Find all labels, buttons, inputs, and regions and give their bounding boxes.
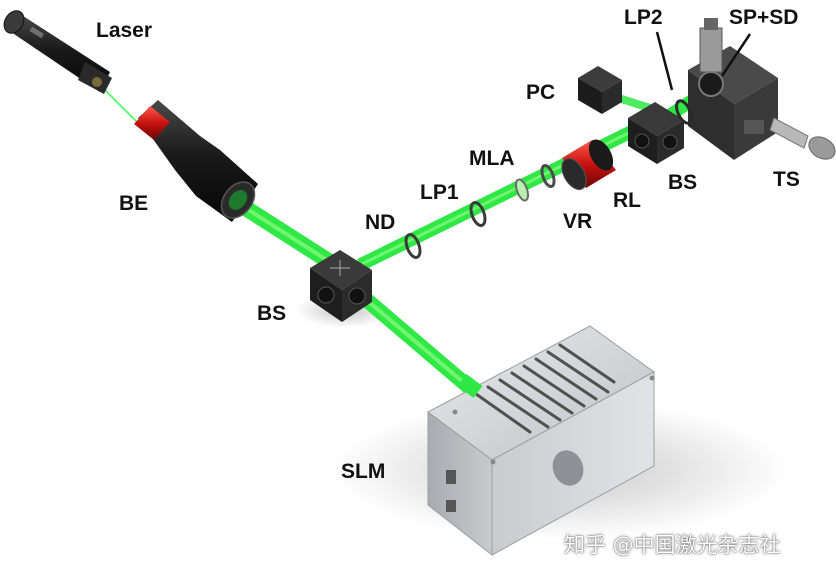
label-nd: ND [365,211,396,234]
slm-beam-entry [457,374,483,398]
label-be: BE [119,192,149,215]
lp1-polarizer [469,201,487,227]
vr-retarder [540,164,556,188]
label-lp1: LP1 [420,181,459,204]
relay-lens [561,139,616,191]
label-sp-sd: SP+SD [729,6,799,29]
beam-splitter-main [310,250,372,322]
lp2-arrow [655,31,674,91]
label-laser: Laser [96,19,153,42]
label-ts: TS [773,168,800,191]
nd-filter [404,233,422,259]
label-lp2: LP2 [624,6,663,29]
label-mla: MLA [469,147,515,170]
sp-sd-arrow [720,33,752,77]
lp2-polarizer [675,99,693,125]
label-bs-main: BS [257,302,287,325]
slm-device [427,325,655,557]
laser-module [3,10,112,94]
label-bs-secondary: BS [668,171,698,194]
watermark: 知乎 @中国激光杂志社 [564,533,781,557]
beam-expander [134,100,258,222]
label-pc: PC [526,81,556,104]
pc-camera [578,66,622,114]
translation-stage [688,18,836,160]
beam-splitter-secondary [628,102,684,164]
label-rl: RL [613,189,641,212]
mla-array [514,178,530,202]
label-slm: SLM [341,460,386,483]
label-vr: VR [563,210,593,233]
